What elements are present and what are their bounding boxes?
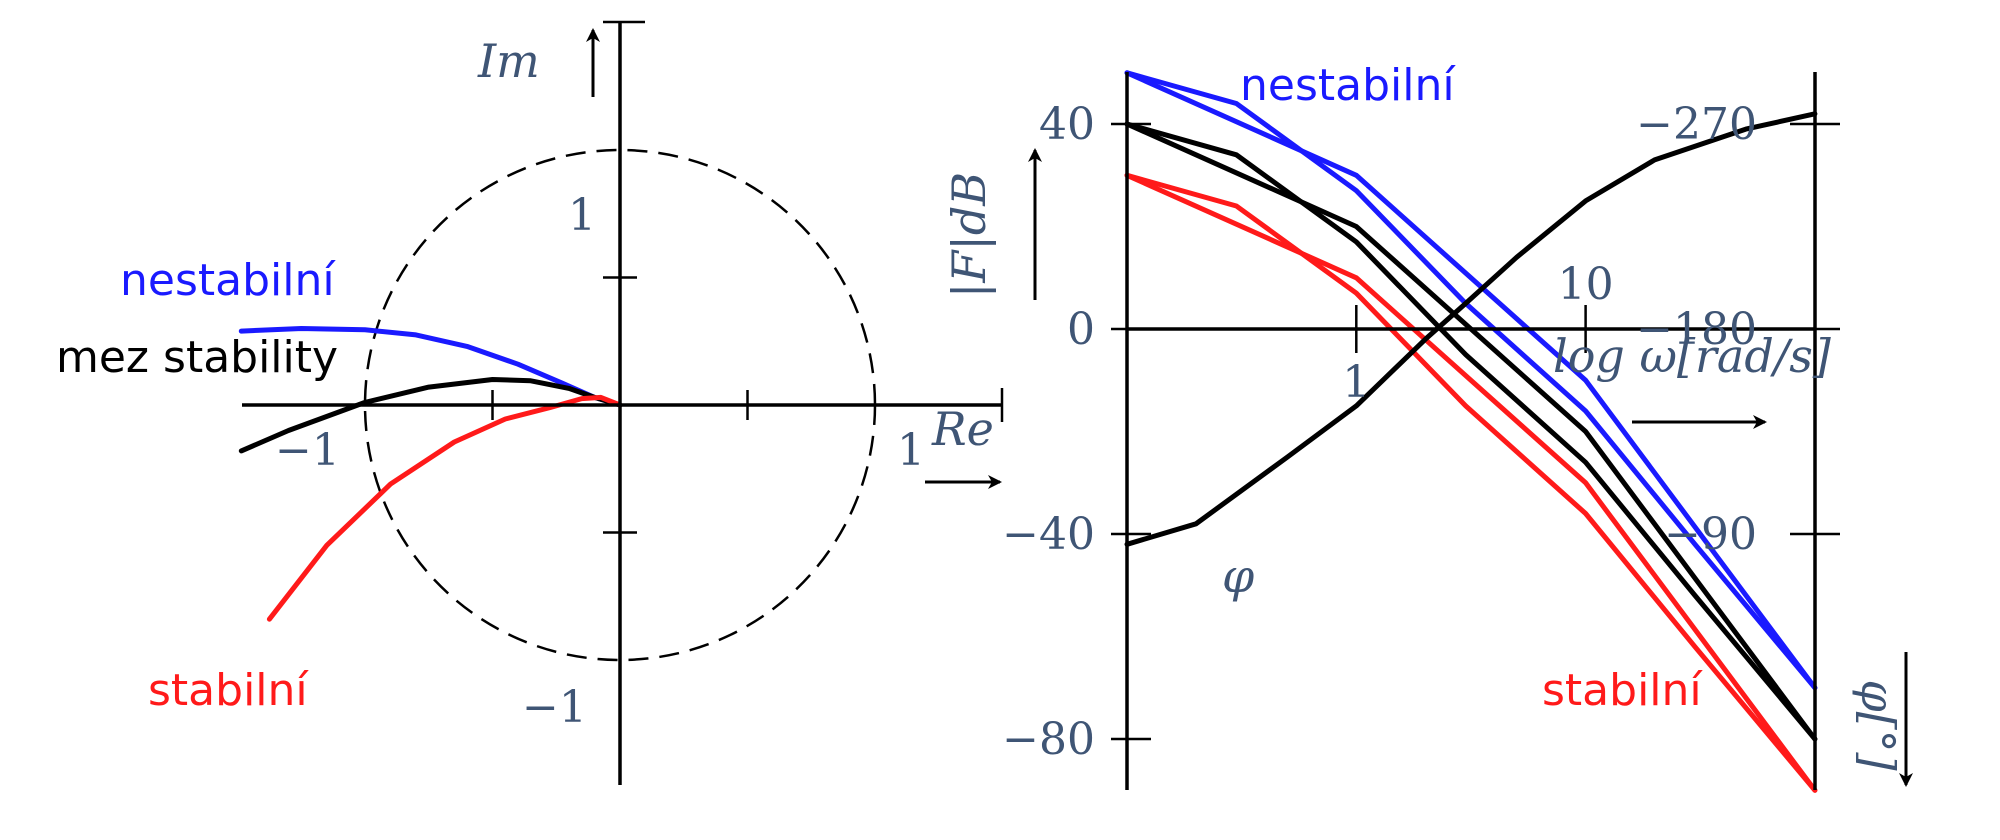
- frequency-axis-label: log ω[rad/s]: [1553, 329, 1831, 383]
- bode-series-stabilni-5: [1124, 172, 1818, 793]
- phase-tick-label: −180: [1636, 304, 1757, 355]
- magnitude-tick-label: 40: [1039, 99, 1095, 150]
- nyquist-x-tick-label: −1: [275, 425, 340, 476]
- re-axis-label: Re: [931, 402, 994, 456]
- label-nestabilni-bode: nestabilní: [1240, 60, 1456, 111]
- label-nestabilni-nyquist: nestabilní: [120, 255, 336, 306]
- nyquist-ticks: −1 1 1 −1: [275, 190, 925, 733]
- bode-series-mez-stability-2: [1124, 121, 1818, 742]
- bode-series-series-6: [1124, 111, 1818, 547]
- magnitude-tick-label: 0: [1067, 304, 1095, 355]
- bode-series-nestabilni-0: [1124, 70, 1818, 691]
- bode-series-mez-stability-3: [1124, 121, 1818, 742]
- label-mez-stability: mez stability: [56, 332, 338, 383]
- label-stabilni-bode: stabilní: [1542, 665, 1703, 716]
- nyquist-y-tick-label: 1: [568, 190, 596, 241]
- phase-axis-label: φ[°]: [1851, 679, 1905, 770]
- frequency-tick-label: 1: [1342, 357, 1370, 408]
- im-axis-label: Im: [477, 34, 540, 88]
- phase-curve-label: φ: [1222, 549, 1255, 603]
- phase-tick-label: −90: [1664, 509, 1757, 560]
- phase-tick-label: −270: [1636, 99, 1757, 150]
- magnitude-tick-label: −80: [1002, 714, 1095, 765]
- frequency-tick-label: 10: [1558, 259, 1614, 310]
- bode-curves: [1124, 70, 1818, 793]
- label-stabilni-nyquist: stabilní: [148, 665, 309, 716]
- bode-ticks: 40 0 −40 −80 −270 −180 −90 1 10: [1002, 99, 1840, 765]
- nyquist-y-tick-label: −1: [522, 682, 587, 733]
- nyquist-series-stabilni: [266, 394, 623, 622]
- nyquist-x-tick-label: 1: [897, 425, 925, 476]
- bode-plot: 40 0 −40 −80 −270 −180 −90 1 10 |F|dB log ω[rad/…: [942, 60, 1913, 793]
- bode-series-stabilni-4: [1124, 172, 1818, 793]
- magnitude-tick-label: −40: [1002, 509, 1095, 560]
- nyquist-plot: −1 1 1 −1 Im Re nestabilní mez stability st…: [56, 20, 1004, 785]
- magnitude-axis-label: |F|dB: [942, 172, 996, 298]
- nyquist-series-mez-stability: [238, 377, 623, 454]
- nyquist-curves: [238, 326, 623, 622]
